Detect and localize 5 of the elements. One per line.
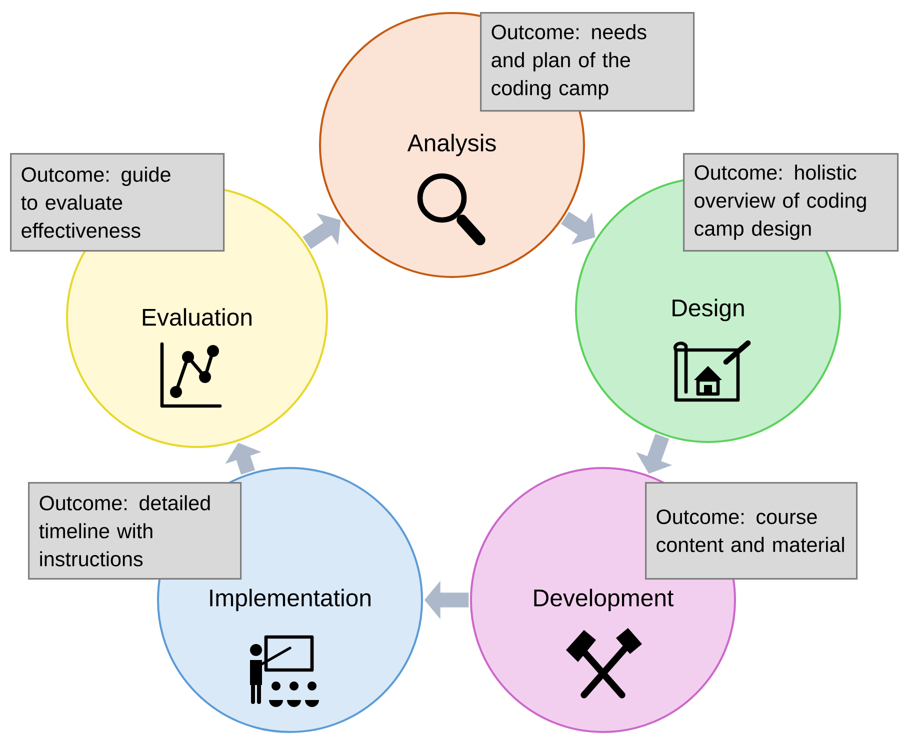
outcome-box: Outcome: holistic overview of coding camp design (683, 153, 899, 252)
outcome-box: Outcome: course content and material (645, 482, 858, 580)
outcome-box: Outcome: needs and plan of the coding camp (480, 12, 695, 112)
outcome-box: Outcome: detailed timeline with instructions (28, 482, 242, 580)
outcome-box: Outcome: guide to evaluate effectiveness (10, 153, 225, 252)
